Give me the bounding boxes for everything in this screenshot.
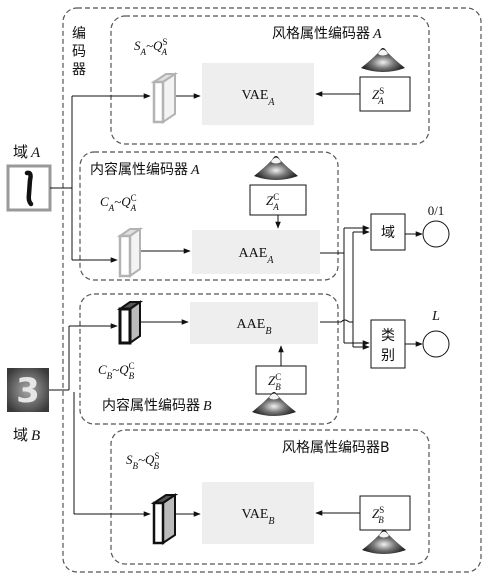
category-classifier-label-1: 类 [381,328,395,344]
gaussian-peak-icon [252,392,296,416]
aae-output-routing [320,225,370,350]
gaussian-peak-icon [361,48,405,72]
digit-3-glyph: 3 [16,371,40,411]
digit-1-glyph [24,170,34,207]
encoder-label-2: 码 [72,44,86,60]
z-c-a-prior-box [249,184,307,216]
encoder-label-1: 编 [72,26,86,42]
encoder-label-3: 器 [72,62,86,78]
content-encoder-a-boundary [79,151,339,281]
vae-a-module [202,63,314,125]
category-classifier-label-2: 别 [381,348,395,364]
category-output-label: L [431,309,440,324]
content-encoder-b-boundary [79,293,339,425]
content-a-prism-icon [116,227,144,278]
domain-output-node [422,220,450,248]
style-encoder-b-title: 风格属性编码器B [282,440,390,456]
encoder-outer-boundary [62,7,482,573]
domain-classifier-box [370,213,406,251]
domain-b-digit-image [7,368,49,412]
gaussian-peak-icon [254,156,298,180]
vae-b-label: VAEB [241,507,274,527]
style-b-prism-icon [150,493,179,545]
domain-a-routing [50,93,151,263]
aae-b-label: AAEB [237,317,272,337]
domain-classifier-label: 域 [381,225,395,241]
aae-b-module [190,302,318,344]
domain-b-routing [49,323,151,517]
z-s-b-prior-box [359,495,411,531]
z-s-a-prior-box [359,76,411,112]
category-classifier-box [370,319,406,369]
vae-b-module [202,482,314,544]
style-a-prism-icon [150,72,179,124]
vae-a-label: VAEA [241,88,275,108]
z-c-b-prior-box [255,365,307,395]
domain-output-label: 0/1 [428,203,445,218]
style-encoder-b-boundary [110,429,430,565]
style-encoder-a-boundary [110,15,430,145]
aae-a-module [192,230,320,274]
content-b-prism-icon [116,300,144,345]
category-output-node [422,330,450,358]
gaussian-peak-icon [362,530,406,554]
aae-a-label: AAEA [239,246,275,266]
